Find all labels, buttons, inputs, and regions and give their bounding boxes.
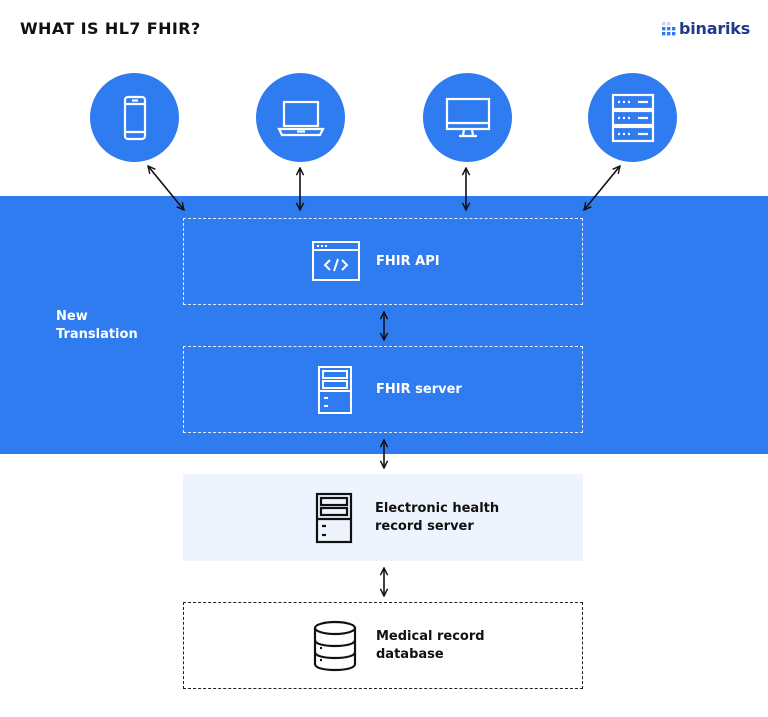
client-monitor (423, 73, 512, 162)
database-icon (313, 620, 357, 672)
logo-text: binariks (679, 19, 751, 38)
logo-dots-icon (662, 21, 676, 35)
server-icon (315, 492, 353, 544)
fhir-api-label: FHIR API (376, 253, 440, 269)
fhir-api-box: FHIR API (183, 218, 583, 305)
client-smartphone (90, 73, 179, 162)
database-label: Medical record database (376, 628, 485, 664)
database-label-line1: Medical record (376, 628, 485, 644)
client-server-rack (588, 73, 677, 162)
diagram-title: WHAT IS HL7 FHIR? (20, 19, 201, 38)
smartphone-icon (123, 95, 146, 140)
band-label-line1: New (56, 309, 88, 324)
server-rack-icon (611, 93, 654, 142)
arrow-rack-api (584, 166, 620, 210)
laptop-icon (276, 100, 325, 136)
band-label: New Translation (56, 308, 138, 344)
server-icon (318, 366, 352, 414)
code-window-icon (312, 241, 360, 281)
ehr-server-label: Electronic health record server (375, 500, 499, 536)
database-label-line2: database (376, 646, 444, 662)
band-label-line2: Translation (56, 327, 138, 342)
ehr-server-box: Electronic health record server (183, 474, 583, 561)
fhir-server-box: FHIR server (183, 346, 583, 433)
binariks-logo: binariks (662, 19, 750, 38)
client-laptop (256, 73, 345, 162)
arrow-smartphone-api (148, 166, 184, 210)
monitor-icon (445, 97, 490, 137)
fhir-server-label: FHIR server (376, 381, 462, 397)
ehr-server-label-line2: record server (375, 518, 474, 534)
ehr-server-label-line1: Electronic health (375, 500, 500, 516)
database-box: Medical record database (183, 602, 583, 689)
